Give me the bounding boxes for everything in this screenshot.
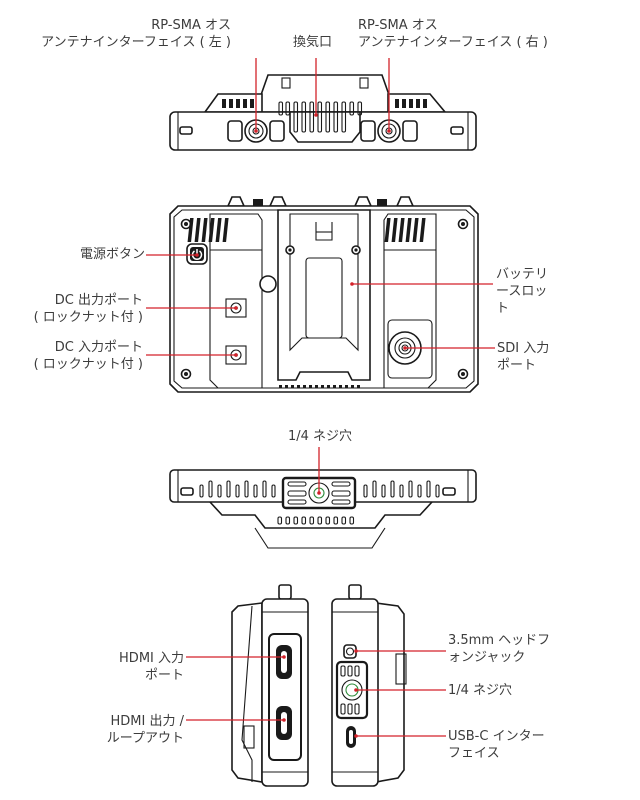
top-vent-block: [289, 111, 361, 143]
battery-plate: [277, 209, 371, 381]
top-ramp-vents-right: [395, 99, 427, 108]
label-hdmi-out: HDMI 出力 / ループアウト: [106, 714, 184, 746]
hdmi-in-port: [276, 645, 292, 679]
label-screw-hole-bottom: 1/4 ネジ穴: [287, 429, 353, 444]
headphone-jack: [343, 644, 357, 659]
top-vent-slots: [278, 101, 363, 133]
label-usb-c: USB-C インター フェイス: [448, 729, 545, 761]
bottom-slots-right: [363, 480, 440, 498]
label-power-button: 電源ボタン: [79, 247, 145, 262]
label-dc-out: DC 出力ポート ( ロックナット付 ): [33, 293, 143, 325]
power-icon: [191, 250, 203, 260]
back-corner-screws: [180, 218, 469, 380]
right-side-view: [331, 584, 446, 787]
left-side-back-shell: [231, 602, 263, 783]
top-battery-plate: [253, 74, 397, 113]
bottom-lower-vents: [277, 516, 355, 525]
label-battery-slot: バッテリ ースロッ ト: [496, 267, 549, 316]
top-ramp-vents-left: [222, 99, 254, 108]
right-side-back-shell: [375, 602, 405, 783]
label-rp-sma-right: RP-SMA オス アンテナインターフェイス ( 右 ): [358, 18, 548, 50]
usb-c-port: [346, 726, 356, 748]
label-hdmi-in: HDMI 入力 ポート: [119, 651, 184, 683]
label-screw-hole-side: 1/4 ネジ穴: [448, 683, 513, 698]
top-slot-left: [179, 126, 193, 135]
label-vent: 換気口: [293, 35, 333, 50]
hdmi-out-port: [276, 706, 292, 740]
back-view: [146, 196, 495, 393]
mount-knob: [259, 275, 277, 293]
left-side-view: [186, 584, 309, 787]
top-slot-right: [450, 126, 464, 135]
label-headphone: 3.5mm ヘッドフ ォンジャック: [448, 633, 551, 665]
label-sdi-in: SDI 入力 ポート: [497, 341, 550, 373]
top-latch-left: [281, 77, 291, 89]
top-view: [169, 58, 477, 151]
bottom-view: [169, 447, 477, 549]
battery-contact: [305, 257, 343, 339]
back-vents-left: [187, 218, 229, 242]
label-dc-in: DC 入力ポート ( ロックナット付 ): [33, 340, 143, 372]
back-bottom-vents: [279, 385, 360, 388]
bottom-slots-left: [199, 480, 276, 498]
label-rp-sma-left: RP-SMA オス アンテナインターフェイス ( 左 ): [41, 18, 231, 50]
back-vents-right: [384, 218, 426, 242]
top-latch-right: [359, 77, 369, 89]
rp-sma-right-connector: [360, 119, 418, 143]
